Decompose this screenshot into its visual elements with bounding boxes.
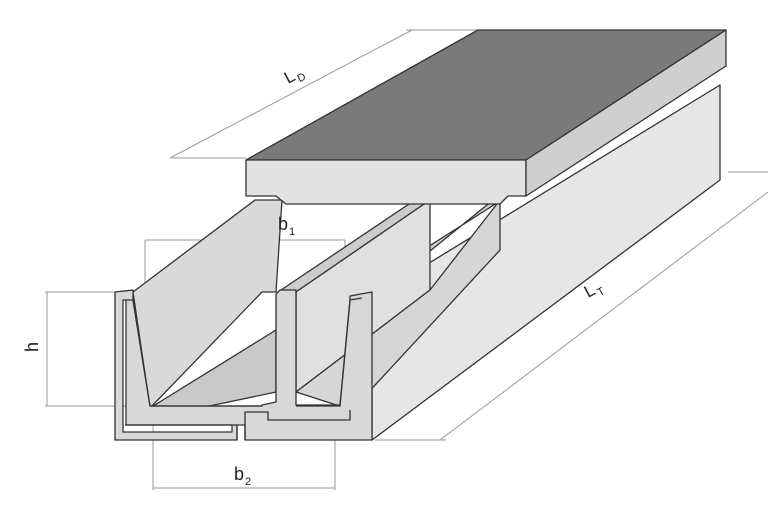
bottom-step-right: [244, 410, 351, 440]
label-b2: b 2: [234, 464, 251, 488]
cover-side: [525, 29, 727, 197]
cover-front: [245, 159, 527, 205]
bottom-step: [125, 424, 238, 440]
b1-label: b: [278, 214, 288, 234]
b2-subscript: 2: [245, 476, 251, 488]
label-h: h: [22, 342, 42, 352]
channel-body: [114, 84, 721, 441]
h-label: h: [22, 342, 42, 352]
left-channel-profile: [125, 299, 262, 407]
label-ld: L D: [281, 66, 308, 87]
b2-label: b: [234, 464, 244, 484]
lt-subscript: T: [595, 285, 607, 299]
right-channel-profile: [296, 297, 363, 407]
label-b1: b 1: [278, 214, 295, 238]
cover-plate: [245, 29, 727, 205]
b1-subscript: 1: [289, 226, 295, 238]
